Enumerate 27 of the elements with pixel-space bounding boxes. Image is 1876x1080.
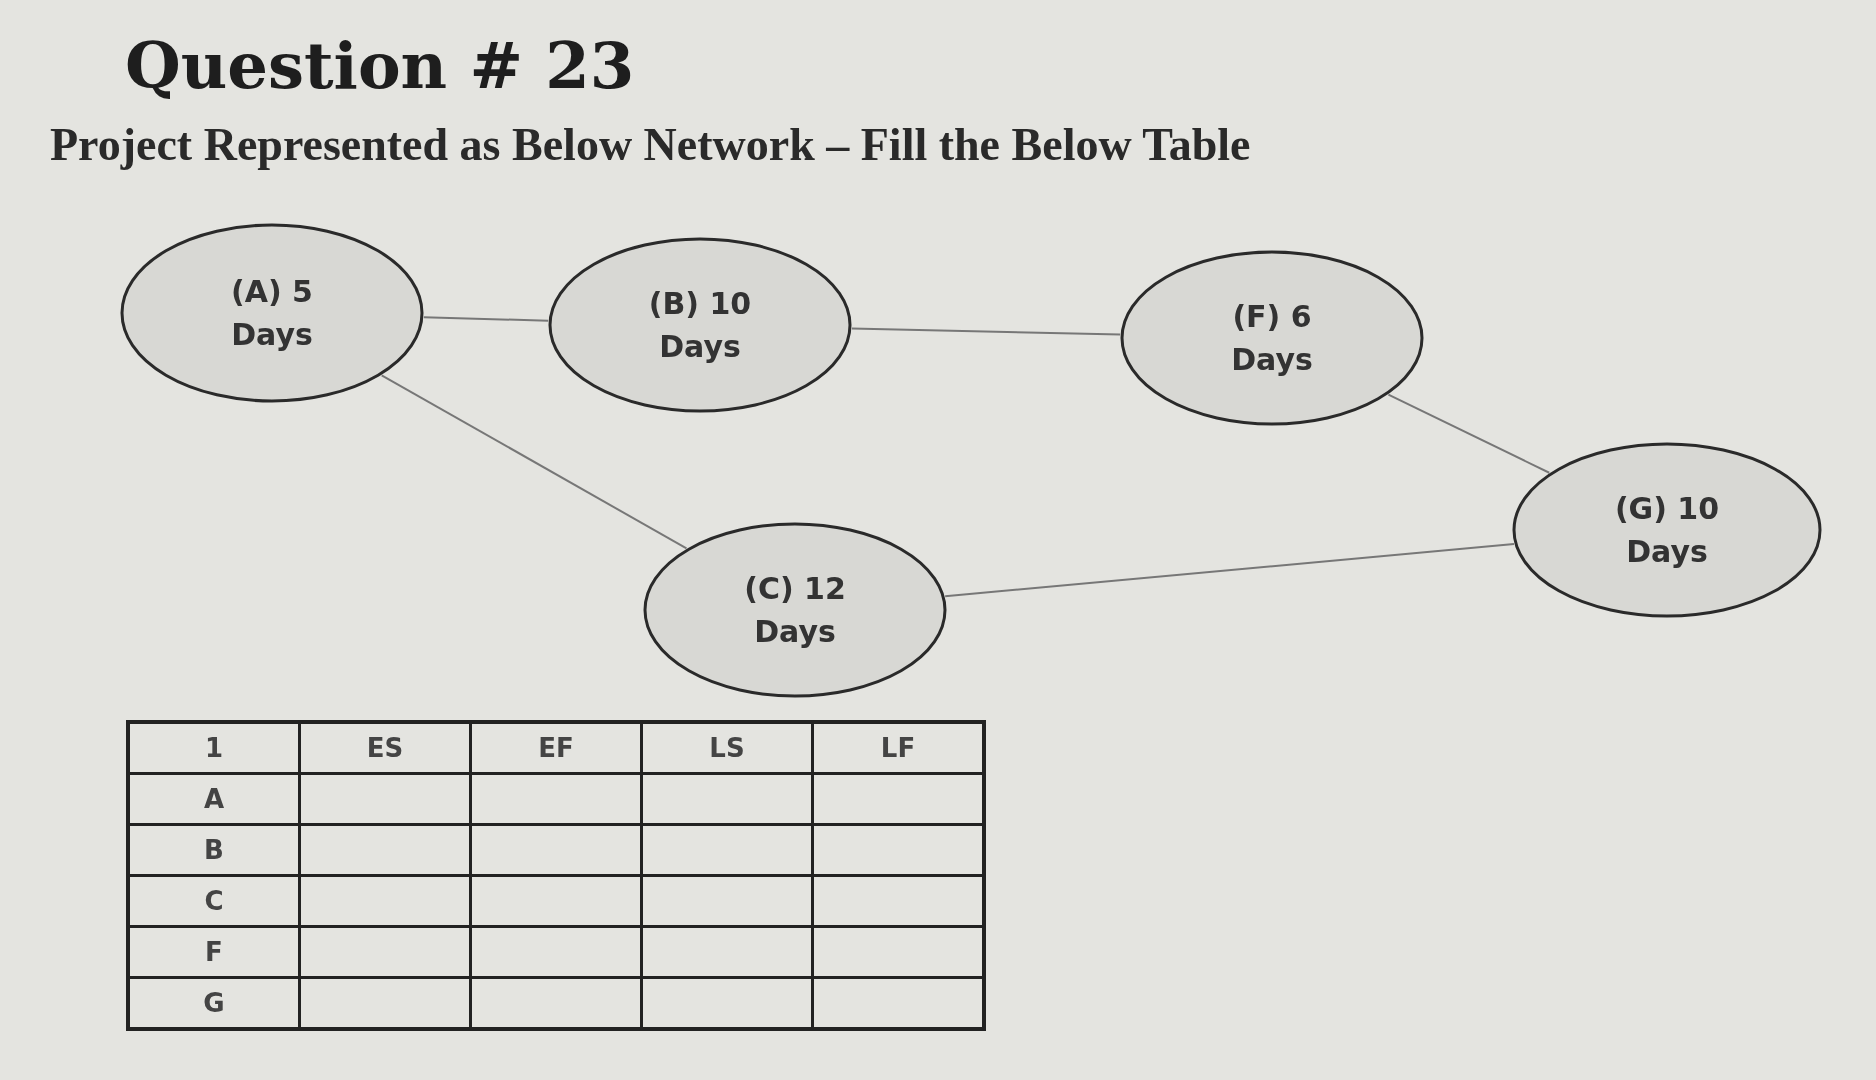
table-header: ES: [366, 733, 404, 763]
activity-label: (C) 12 Days: [743, 569, 847, 651]
table-header: LF: [880, 733, 916, 763]
connector-line: [380, 374, 688, 550]
activity-label: (A) 5 Days: [230, 272, 314, 354]
activity-ellipse: [1120, 250, 1424, 426]
table-header: G: [203, 988, 225, 1018]
activity-label: (G) 10 Days: [1613, 489, 1721, 571]
activity-ellipse: [120, 223, 424, 403]
instruction-text: Project Represented as Below Network – Fill the Below Table: [50, 118, 1251, 171]
table-header: A: [203, 784, 225, 814]
activity-ellipse: [1512, 442, 1822, 618]
activity-label: (F) 6 Days: [1230, 297, 1314, 379]
activity-ellipse: [548, 237, 852, 413]
table-header: B: [204, 835, 224, 865]
question-title: Question # 23: [125, 28, 635, 103]
connector-line: [422, 316, 550, 322]
table-header: F: [205, 937, 223, 967]
table-header: 1: [204, 733, 224, 763]
activity-ellipse: [643, 522, 947, 698]
table-header: EF: [538, 733, 574, 763]
activity-label: (B) 10 Days: [647, 284, 753, 366]
connector-line: [1387, 393, 1551, 474]
table-header: C: [204, 886, 224, 916]
connector-line: [850, 327, 1122, 336]
connector-line: [944, 543, 1515, 598]
table-header: LS: [709, 733, 745, 763]
